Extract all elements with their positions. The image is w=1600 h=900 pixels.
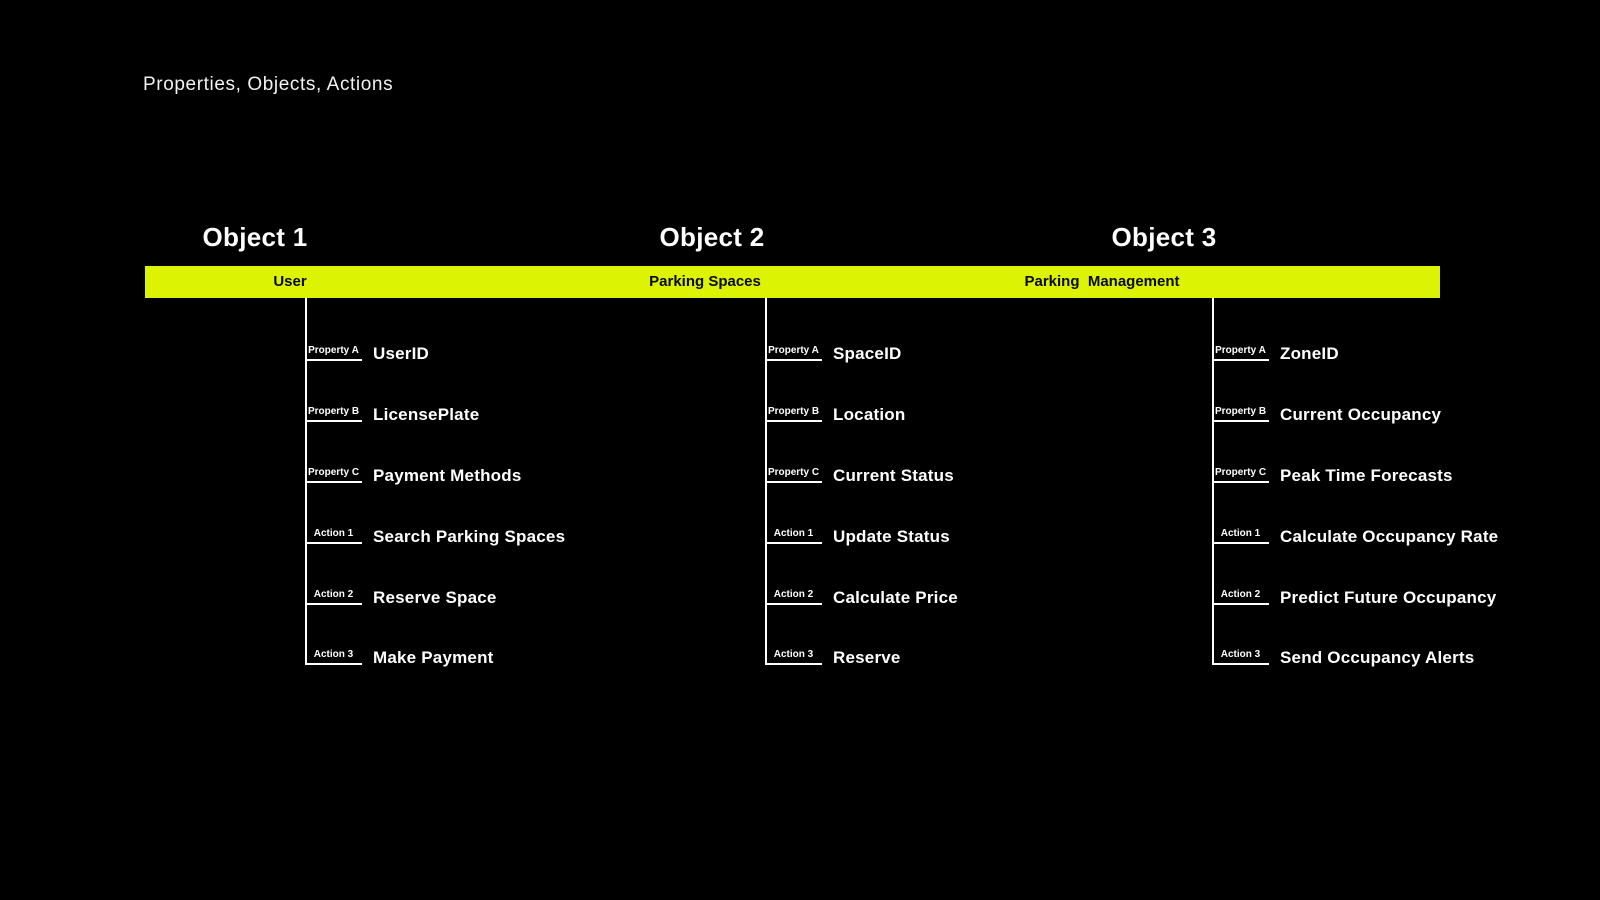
branch-connector-line [305, 603, 362, 605]
branch-connector-line [765, 359, 822, 361]
item-label: Search Parking Spaces [373, 527, 566, 546]
branch-connector-line [765, 603, 822, 605]
item-label: Reserve [833, 648, 901, 667]
branch-connector-line [1212, 420, 1269, 422]
branch-connector-line [305, 359, 362, 361]
object-3-header: Object 3 [1111, 222, 1217, 252]
branch-connector-line [1212, 481, 1269, 483]
item-label: UserID [373, 344, 430, 363]
branch-connector-line [1212, 359, 1269, 361]
branch-connector-line [765, 420, 822, 422]
branch-tag: Property A [1215, 345, 1266, 356]
branch-connector-line [765, 481, 822, 483]
item-label: Make Payment [373, 648, 494, 667]
branch-tag: Action 3 [1220, 649, 1261, 660]
category-label-parking-spaces: Parking Spaces [649, 273, 761, 290]
item-label: Calculate Price [833, 588, 958, 607]
branch-connector-line [765, 542, 822, 544]
object-2-header: Object 2 [659, 222, 765, 252]
branch-tag: Property C [1214, 467, 1267, 478]
branch-tag: Property A [768, 345, 819, 356]
branch-tag: Action 2 [313, 589, 354, 600]
item-label: Location [833, 405, 906, 424]
category-label-parking-management: Parking Management [1024, 273, 1180, 290]
object-1-header: Object 1 [202, 222, 308, 252]
branch-tag: Action 2 [1220, 589, 1261, 600]
branch-tag: Property B [1214, 406, 1267, 417]
category-bar: User Parking Spaces Parking Management [145, 266, 1440, 298]
branch-connector-line [1212, 663, 1269, 665]
branch-tag: Action 3 [313, 649, 354, 660]
category-label-user: User [273, 273, 307, 290]
item-label: Current Status [833, 466, 954, 485]
branch-tag: Property B [767, 406, 820, 417]
item-label: Send Occupancy Alerts [1280, 648, 1475, 667]
diagram-title: Properties, Objects, Actions [143, 74, 394, 95]
item-label: Payment Methods [373, 466, 522, 485]
branch-connector-line [305, 663, 362, 665]
branch-tag: Action 1 [773, 528, 814, 539]
branch-connector-line [1212, 542, 1269, 544]
item-label: Current Occupancy [1280, 405, 1442, 424]
branch-tag: Action 1 [313, 528, 354, 539]
branch-connector-line [305, 542, 362, 544]
item-label: Reserve Space [373, 588, 497, 607]
branch-tag: Action 2 [773, 589, 814, 600]
item-label: Update Status [833, 527, 950, 546]
branch-tag: Property C [767, 467, 820, 478]
branch-connector-line [1212, 603, 1269, 605]
item-label: ZoneID [1280, 344, 1339, 363]
item-label: Peak Time Forecasts [1280, 466, 1453, 485]
item-label: Calculate Occupancy Rate [1280, 527, 1499, 546]
item-label: Predict Future Occupancy [1280, 588, 1497, 607]
item-label: SpaceID [833, 344, 902, 363]
branch-connector-line [305, 420, 362, 422]
branch-connector-line [765, 663, 822, 665]
branch-tag: Property C [307, 467, 360, 478]
item-label: LicensePlate [373, 405, 480, 424]
branch-connector-line [305, 481, 362, 483]
branch-tag: Property A [308, 345, 359, 356]
branch-tag: Property B [307, 406, 360, 417]
branch-tag: Action 3 [773, 649, 814, 660]
branch-tag: Action 1 [1220, 528, 1261, 539]
